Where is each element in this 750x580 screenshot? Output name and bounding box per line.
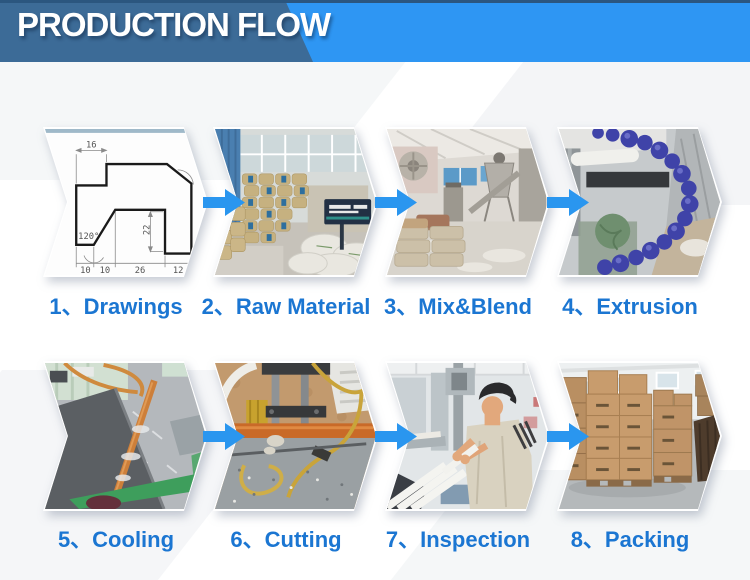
dim-10a-label: 10 [80,266,91,275]
header-accent-shape [285,0,750,62]
page-title: PRODUCTION FLOW [17,6,331,43]
step-label-inspection: 7、Inspection [385,527,531,552]
dim-22-label: 22 [142,225,152,236]
header-top-edge [0,0,750,3]
dim-120-label: 120° [78,232,99,242]
header-banner: PRODUCTION FLOW [0,0,750,62]
step-label-drawings: 1、Drawings [49,294,183,319]
step-label-cutting: 6、Cutting [230,527,342,552]
technical-drawing-illustration: 16 120° 22 10 10 26 12 [45,129,206,275]
step-label-raw-material: 2、Raw Material [201,294,371,319]
step-image-cooling [43,361,208,511]
dim-12-label: 12 [173,266,184,275]
step-label-packing: 8、Packing [570,527,690,552]
step-label-cooling: 5、Cooling [57,527,175,552]
step-image-drawings: 16 120° 22 10 10 26 12 [43,127,208,277]
step-label-extrusion: 4、Extrusion [562,294,698,319]
dim-10b-label: 10 [100,266,111,275]
dim-26-label: 26 [135,266,146,275]
dim-16-label: 16 [86,141,97,151]
step-label-mix-blend: 3、Mix&Blend [384,294,532,319]
cooling-tank-photo-illustration [45,363,206,509]
step-image-raw-material [213,127,378,277]
